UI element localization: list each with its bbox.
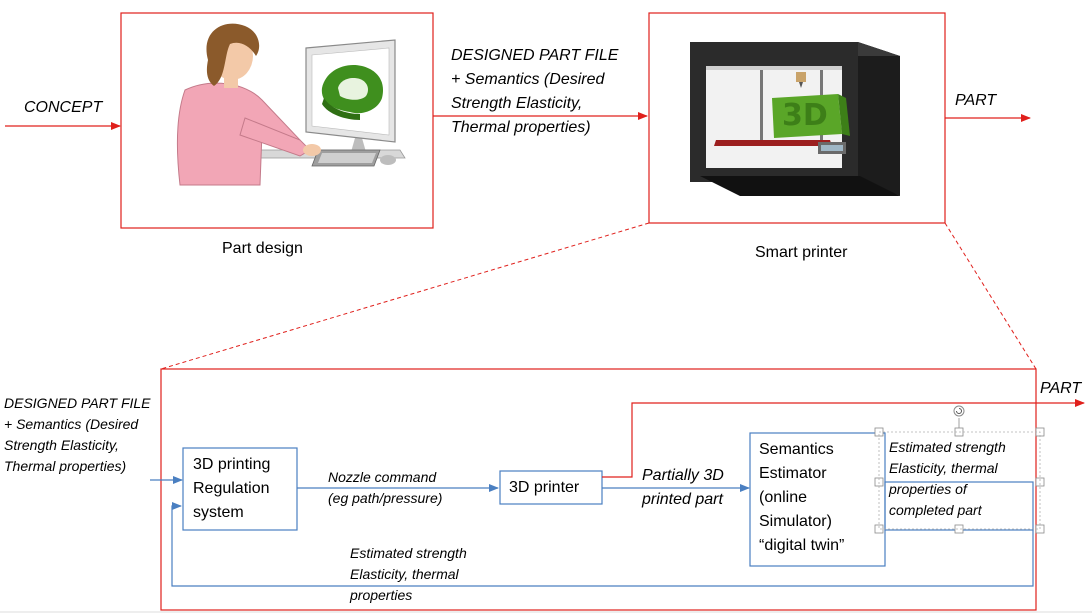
concept-label: CONCEPT — [24, 99, 103, 116]
part-design-frame — [120, 12, 434, 229]
part-output-arrow — [602, 399, 1085, 478]
regulation-system-box: 3D printing Regulation system — [193, 456, 271, 521]
nozzle-command-label: Nozzle command (eg path/pressure) — [328, 469, 443, 506]
textbox-selection-outline — [878, 431, 1041, 530]
part-bottom-label: PART — [1040, 380, 1082, 397]
designer-at-computer-icon — [176, 23, 406, 186]
part-top-label: PART — [955, 92, 997, 109]
regulation-system-box-frame — [182, 447, 298, 531]
part-design-caption: Part design — [222, 240, 303, 257]
feedback-label: Estimated strength Elasticity, thermal p… — [350, 545, 467, 603]
printer-3d-logo: 3D — [782, 98, 828, 133]
3d-printer-icon — [690, 42, 900, 196]
designed-part-file-label: DESIGNED PART FILE + Semantics (Desired … — [451, 47, 619, 136]
zoom-line-right — [944, 222, 1037, 370]
estimated-props-box: Estimated strength Elasticity, thermal p… — [889, 439, 1006, 518]
semantics-estimator-box: Semantics Estimator (online Simulator) “… — [759, 441, 845, 554]
smart-printer-caption: Smart printer — [755, 244, 848, 261]
smart-printer-detail-frame — [160, 368, 1037, 611]
bottom-input-label: DESIGNED PART FILE + Semantics (Desired … — [4, 395, 151, 474]
rotate-handle-icon[interactable] — [953, 405, 965, 417]
zoom-line-left — [160, 222, 650, 370]
partially-printed-label: Partially 3D printed part — [642, 467, 724, 508]
feedback-arrow — [171, 502, 1034, 587]
estimator-box-frame — [749, 432, 886, 567]
printer-box: 3D printer — [509, 479, 580, 496]
